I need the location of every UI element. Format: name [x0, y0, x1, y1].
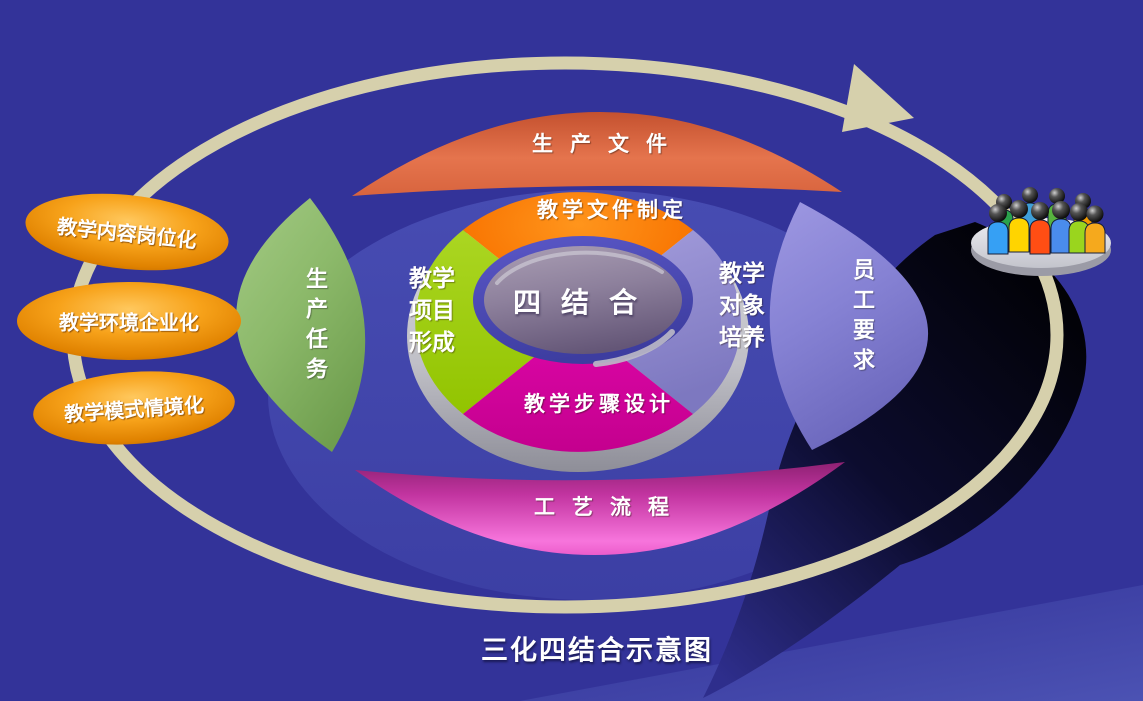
label-right-inner: 教学对象培养 — [719, 261, 765, 351]
petal-top-outer — [352, 111, 842, 196]
petal-left-outer — [236, 198, 366, 452]
label-left-inner: 教学项目形成 — [409, 266, 455, 356]
label-left-outer: 生产任务 — [302, 267, 327, 387]
label-right-outer: 员工要求 — [849, 258, 874, 378]
bubble-3 — [33, 371, 235, 445]
sector-bottom — [463, 322, 693, 452]
people-group-icon — [971, 187, 1111, 276]
label-center: 四结合 — [512, 286, 658, 319]
center-hub — [473, 236, 693, 367]
label-bottom-inner: 教学步骤设计 — [524, 392, 674, 416]
petal-bottom-outer — [355, 462, 845, 556]
bubble-1 — [25, 193, 229, 271]
label-top-inner: 教学文件制定 — [537, 198, 687, 222]
diagram-title: 三化四结合示意图 — [481, 635, 713, 667]
label-top-outer: 生产文件 — [532, 132, 684, 156]
background-sheen — [520, 585, 1143, 701]
bubble-label-2: 教学环境企业化 — [59, 310, 199, 335]
petal-right-outer — [769, 202, 929, 450]
bubble-2 — [17, 282, 241, 360]
label-bottom-outer: 工艺流程 — [534, 495, 686, 519]
